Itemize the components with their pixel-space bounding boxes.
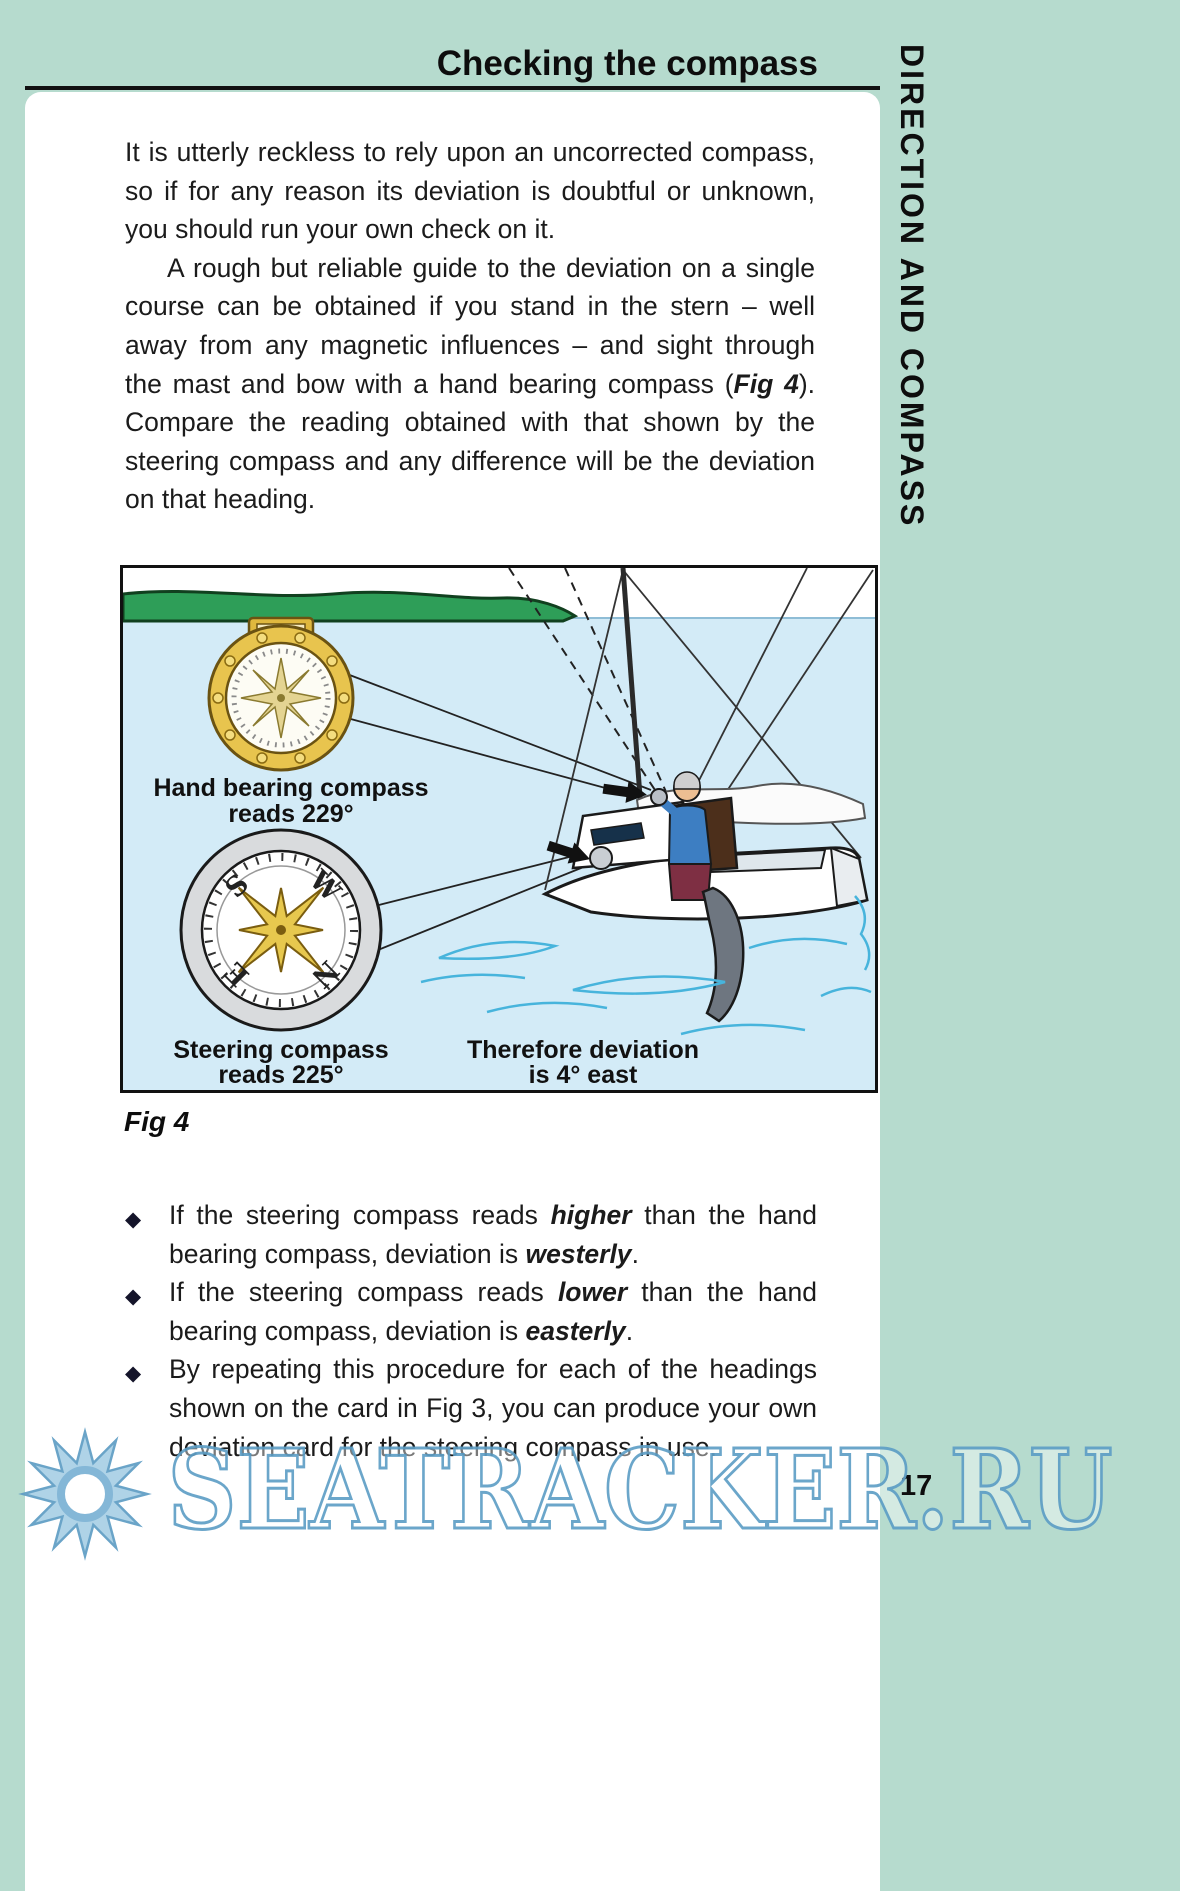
title-divider <box>25 86 880 90</box>
steering-compass-label-line2: reads 225° <box>218 1061 343 1089</box>
rudder <box>701 886 745 1023</box>
diamond-bullet-icon: ◆ <box>125 1362 142 1386</box>
bullet-2-text-mid: than the hand bearing compass, deviation… <box>169 1277 817 1346</box>
bullet-item-3: ◆ By repeating this procedure for each o… <box>125 1350 817 1466</box>
bullet-text-3: By repeating this procedure for each of … <box>169 1350 817 1466</box>
page-title: Checking the compass <box>436 44 818 83</box>
held-hand-bearing-compass <box>650 788 668 806</box>
water-swirls <box>420 895 872 1036</box>
bullet-2-text: If the steering compass reads <box>169 1277 558 1308</box>
transom <box>829 846 869 908</box>
hand-compass-label-line1: Hand bearing compass <box>153 774 428 802</box>
paragraph-1: It is utterly reckless to rely upon an u… <box>125 137 815 245</box>
mast <box>620 567 644 811</box>
bullet-text-1: If the steering compass reads higher tha… <box>169 1196 817 1273</box>
page-number: 17 <box>900 1470 933 1502</box>
diamond-bullet-icon: ◆ <box>125 1285 142 1309</box>
bullet-1-emphasis-2: westerly <box>525 1238 632 1269</box>
body-text: It is utterly reckless to rely upon an u… <box>125 133 815 519</box>
watermark-text: SEATRACKER.RU <box>168 1425 1113 1554</box>
fig-reference: Fig 4 <box>733 368 799 399</box>
cabin-window <box>590 822 645 846</box>
figure-illustration: 229 Hand bearing compass reads 229° S W … <box>121 567 875 1090</box>
bullet-1-text-end: . <box>631 1238 639 1269</box>
deviation-label-line1: Therefore deviation <box>467 1036 699 1064</box>
bullet-1-text-mid: than the hand bearing compass, deviation… <box>169 1200 817 1269</box>
sun-center <box>57 1466 113 1522</box>
bullet-2-emphasis-2: easterly <box>525 1315 626 1346</box>
person-sighting <box>650 771 713 901</box>
paragraph-2-text-end: ). Compare the reading obtained with tha… <box>125 368 815 515</box>
sight-line-dashed <box>508 567 656 791</box>
bullet-list: ◆ If the steering compass reads higher t… <box>125 1196 817 1466</box>
shoreline <box>121 589 579 623</box>
chapter-side-label: DIRECTION AND COMPASS <box>894 44 930 529</box>
bullet-item-1: ◆ If the steering compass reads higher t… <box>125 1196 817 1273</box>
paragraph-2: A rough but reliable guide to the deviat… <box>125 249 815 519</box>
bullet-item-2: ◆ If the steering compass reads lower th… <box>125 1273 817 1350</box>
bullet-1-emphasis-1: higher <box>550 1200 632 1230</box>
bullet-text-2: If the steering compass reads lower than… <box>169 1273 817 1350</box>
arrow-to-hand-compass <box>602 781 647 803</box>
hand-compass-label-line2: reads 229° <box>228 800 353 828</box>
bullet-2-text-end: . <box>625 1315 634 1346</box>
arrow-to-steering-compass <box>546 840 591 864</box>
hand-bearing-compass-illustration: 229 <box>207 616 355 772</box>
paragraph-2-text: A rough but reliable guide to the deviat… <box>125 252 815 399</box>
watermark: SEATRACKER.RU <box>18 1424 1114 1561</box>
bullet-3-text: By repeating this procedure for each of … <box>169 1354 817 1462</box>
figure-4: 229 Hand bearing compass reads 229° S W … <box>120 565 878 1093</box>
steering-compass-illustration: S W E N <box>179 828 383 1032</box>
deviation-label-line2: is 4° east <box>529 1061 638 1089</box>
mounted-steering-compass <box>589 846 613 870</box>
diamond-bullet-icon: ◆ <box>125 1208 142 1231</box>
figure-caption: Fig 4 <box>124 1106 190 1137</box>
bullet-2-emphasis-1: lower <box>557 1277 628 1308</box>
bullet-1-text: If the steering compass reads <box>169 1200 551 1230</box>
steering-compass-label-line1: Steering compass <box>173 1036 388 1064</box>
